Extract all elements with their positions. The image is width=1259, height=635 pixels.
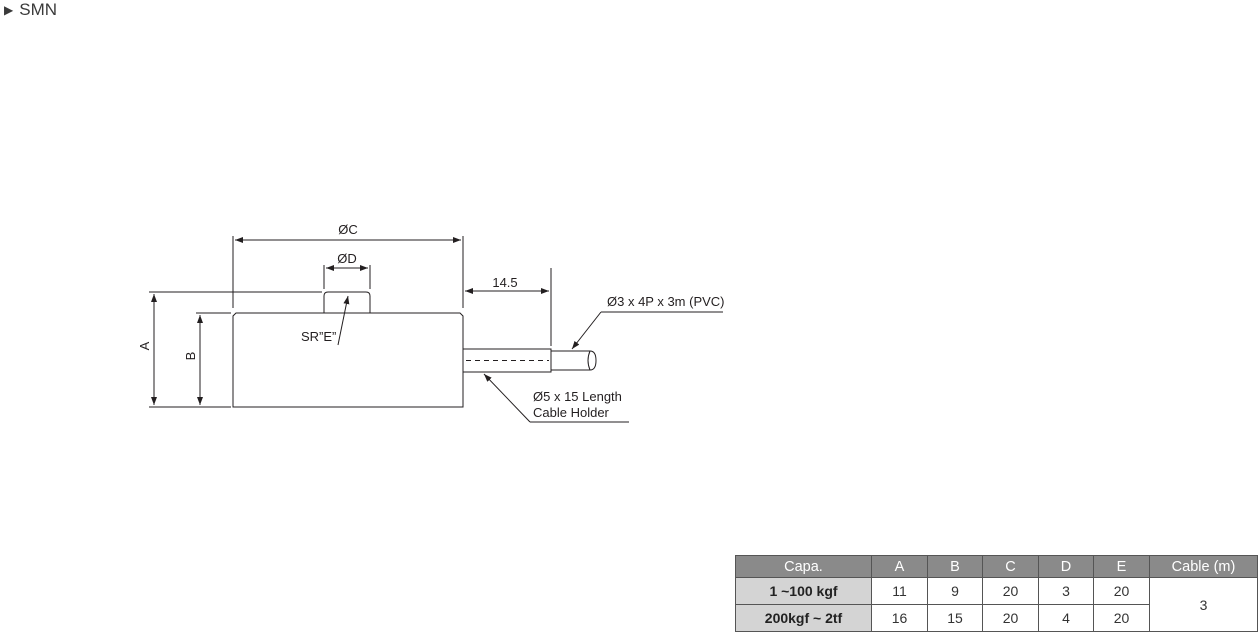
- cell-a: 11: [871, 577, 928, 605]
- cell-d: 3: [1038, 577, 1094, 605]
- col-header-d: D: [1038, 555, 1094, 578]
- col-header-e: E: [1093, 555, 1150, 578]
- label-dim-b: B: [183, 352, 198, 361]
- col-header-a: A: [871, 555, 928, 578]
- cell-capa: 200kgf ~ 2tf: [735, 604, 872, 632]
- cell-c: 20: [982, 604, 1039, 632]
- label-dim-cable-length: 14.5: [492, 275, 517, 290]
- leader-holder: [483, 373, 531, 423]
- cell-e: 20: [1093, 604, 1150, 632]
- cell-b: 9: [927, 577, 983, 605]
- cell-capa: 1 ~100 kgf: [735, 577, 872, 605]
- cable: [551, 350, 597, 371]
- label-cable-spec: Ø3 x 4P x 3m (PVC): [607, 294, 725, 309]
- label-holder-line2: Cable Holder: [533, 405, 610, 420]
- table-row: 200kgf ~ 2tf 16 15 20 4 20: [735, 604, 1258, 632]
- model-name: SMN: [19, 0, 58, 19]
- load-cell-body: [232, 312, 464, 408]
- label-holder-line1: Ø5 x 15 Length: [533, 389, 622, 404]
- leader-radius: [337, 295, 350, 346]
- col-header-b: B: [927, 555, 983, 578]
- cell-cable: 3: [1149, 577, 1258, 632]
- table-row: 1 ~100 kgf 11 9 20 3 20 3: [735, 577, 1258, 632]
- cell-d: 4: [1038, 604, 1094, 632]
- label-radius: SR”E”: [301, 329, 336, 344]
- load-button: [323, 291, 371, 313]
- cell-e: 20: [1093, 577, 1150, 605]
- label-dim-c: ØC: [338, 222, 358, 237]
- spec-table: Capa. A B C D E Cable (m) 1 ~100 kgf 11 …: [735, 555, 1258, 632]
- cell-a: 16: [871, 604, 928, 632]
- label-dim-d: ØD: [337, 251, 357, 266]
- cell-c: 20: [982, 577, 1039, 605]
- leader-cable: [571, 311, 602, 350]
- label-dim-a: A: [137, 341, 152, 350]
- table-header-row: Capa. A B C D E Cable (m): [735, 555, 1258, 578]
- section-title: ▶ SMN: [4, 0, 57, 20]
- cell-b: 15: [927, 604, 983, 632]
- col-header-c: C: [982, 555, 1039, 578]
- col-header-capa: Capa.: [735, 555, 872, 578]
- triangle-right-icon: ▶: [4, 3, 14, 17]
- col-header-cable: Cable (m): [1149, 555, 1258, 578]
